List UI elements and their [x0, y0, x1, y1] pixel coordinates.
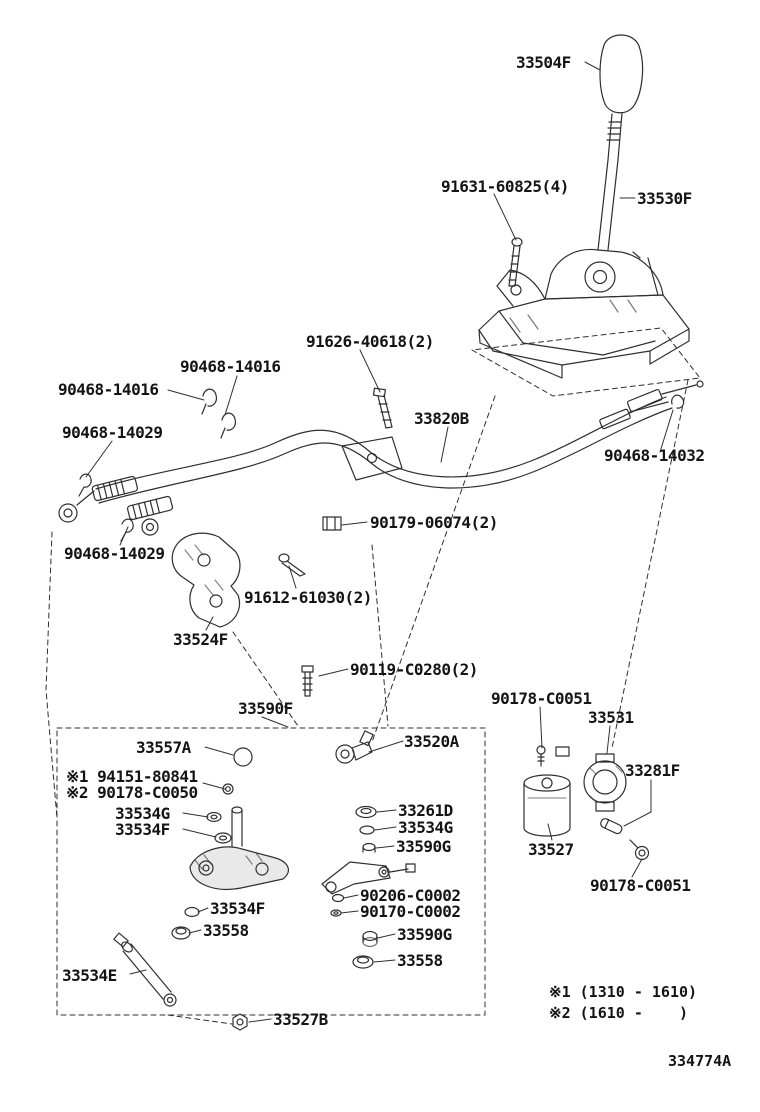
- bracket-33524-drawing: [171, 532, 306, 628]
- part-label-90206: 90206-C0002: [360, 886, 461, 905]
- part-label-33557a: 33557A: [136, 738, 191, 757]
- part-label-94151: ※1 94151-80841: [66, 767, 198, 786]
- part-label-91631: 91631-60825(4): [441, 177, 569, 196]
- part-label-90468-14016-b: 90468-14016: [58, 380, 159, 399]
- part-label-33281f: 33281F: [625, 761, 680, 780]
- part-label-33820b: 33820B: [414, 409, 469, 428]
- part-label-33524f: 33524F: [173, 630, 228, 649]
- part-label-90178-c0051-a: 90178-C0051: [491, 689, 592, 708]
- part-label-33534f-b: 33534F: [210, 899, 265, 918]
- part-label-33534e: 33534E: [62, 966, 117, 985]
- bolt-91631-drawing: [508, 237, 523, 287]
- part-label-33534g-b: 33534G: [398, 818, 453, 837]
- dashed-construction-lines: [45, 327, 701, 1025]
- part-label-90178-c0051-b: 90178-C0051: [590, 876, 691, 895]
- part-label-90178-c0050: ※2 90178-C0050: [66, 783, 198, 802]
- footnote-1: ※1 (1310 - 1610): [549, 983, 698, 1001]
- part-label-33531: 33531: [588, 708, 634, 727]
- cable-clips-drawing: [78, 388, 685, 542]
- part-label-33504f: 33504F: [516, 53, 571, 72]
- part-label-90468-14029-a: 90468-14029: [62, 423, 163, 442]
- part-label-33558-b: 33558: [397, 951, 443, 970]
- bolt-91626-drawing: [372, 387, 393, 429]
- part-label-90468-14029-b: 90468-14029: [64, 544, 165, 563]
- control-cables-drawing: [58, 380, 704, 536]
- part-label-90119: 90119-C0280(2): [350, 660, 478, 679]
- shift-lever-housing-drawing: [478, 248, 690, 379]
- part-label-91612: 91612-61030(2): [244, 588, 372, 607]
- part-label-90170: 90170-C0002: [360, 902, 461, 921]
- bolt-90119-drawing: [301, 665, 314, 697]
- shift-knob-drawing: [597, 34, 644, 251]
- part-label-33527: 33527: [528, 840, 574, 859]
- part-label-33590g-b: 33590G: [397, 925, 452, 944]
- part-label-90179: 90179-06074(2): [370, 513, 498, 532]
- subassembly-parts-drawing: [113, 730, 416, 1031]
- part-label-33534f-a: 33534F: [115, 820, 170, 839]
- drawing-number: 334774A: [668, 1052, 732, 1070]
- part-label-33534g-a: 33534G: [115, 804, 170, 823]
- part-label-33520a: 33520A: [404, 732, 459, 751]
- part-label-33527b: 33527B: [273, 1010, 328, 1029]
- part-label-33558-a: 33558: [203, 921, 249, 940]
- part-label-91626: 91626-40618(2): [306, 332, 434, 351]
- part-label-33261d: 33261D: [398, 801, 453, 820]
- part-label-33590g-a: 33590G: [396, 837, 451, 856]
- leader-lines: [85, 61, 674, 1023]
- part-label-90468-14032: 90468-14032: [604, 446, 705, 465]
- part-label-90468-14016-a: 90468-14016: [180, 357, 281, 376]
- footnote-2: ※2 (1610 - ): [549, 1004, 688, 1022]
- part-label-33530f: 33530F: [637, 189, 692, 208]
- right-subassembly-drawing: [523, 745, 650, 861]
- part-label-33590f: 33590F: [238, 699, 293, 718]
